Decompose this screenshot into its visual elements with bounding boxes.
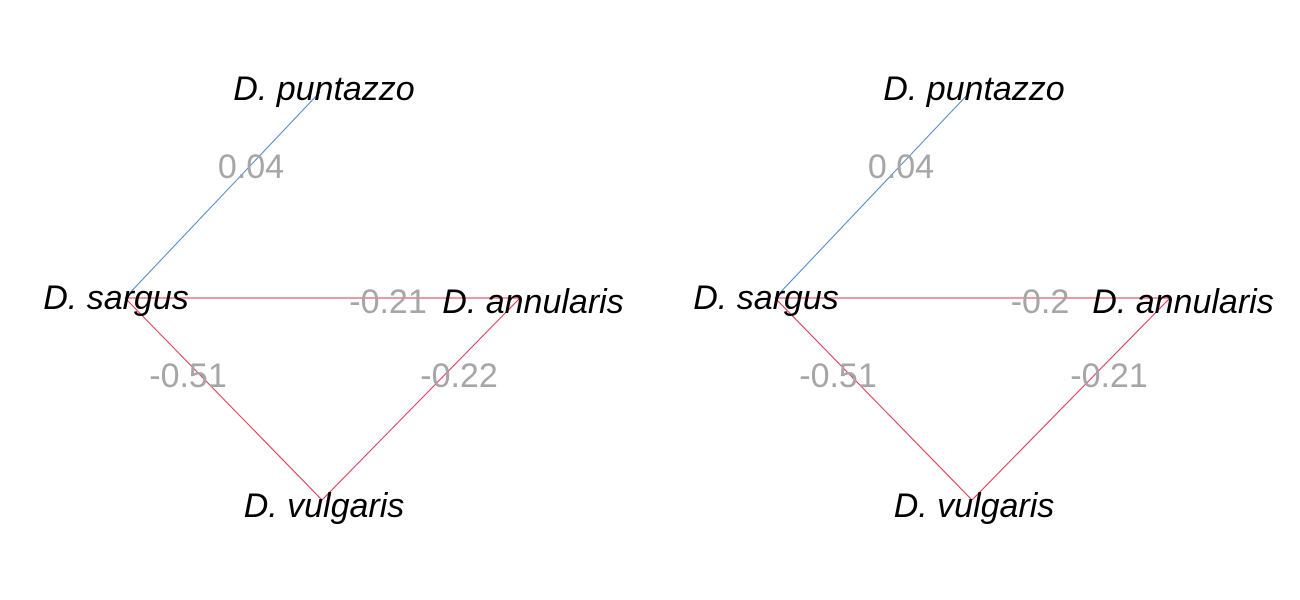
edge-annularis-vulgaris bbox=[321, 297, 521, 501]
node-label-vulgaris: D. vulgaris bbox=[894, 487, 1055, 525]
edge-labels: 0.04 -0.2 -0.51 -0.21 bbox=[799, 148, 1148, 395]
network-panel-right: 0.04 -0.2 -0.51 -0.21 D. puntazzo D. sar… bbox=[693, 70, 1273, 525]
edge-label-annularis-vulgaris: -0.22 bbox=[420, 357, 498, 395]
node-label-sargus: D. sargus bbox=[43, 279, 189, 317]
node-labels: D. puntazzo D. sargus D. annularis D. vu… bbox=[43, 70, 623, 525]
node-label-puntazzo: D. puntazzo bbox=[883, 70, 1064, 108]
node-label-annularis: D. annularis bbox=[1092, 283, 1273, 321]
edge-sargus-vulgaris bbox=[124, 297, 323, 501]
edges bbox=[774, 91, 1171, 501]
edge-annularis-vulgaris bbox=[971, 297, 1171, 501]
edge-sargus-puntazzo bbox=[124, 91, 321, 299]
edge-label-sargus-puntazzo: 0.04 bbox=[868, 148, 934, 186]
network-panel-left: 0.04 -0.21 -0.51 -0.22 D. puntazzo D. sa… bbox=[43, 70, 623, 525]
edge-label-sargus-vulgaris: -0.51 bbox=[149, 357, 227, 395]
edge-label-sargus-puntazzo: 0.04 bbox=[218, 148, 284, 186]
edge-label-annularis-vulgaris: -0.21 bbox=[1070, 357, 1148, 395]
edge-sargus-puntazzo bbox=[774, 91, 971, 299]
edge-label-sargus-annularis: -0.21 bbox=[349, 283, 427, 321]
edge-label-sargus-vulgaris: -0.51 bbox=[799, 357, 877, 395]
edge-label-sargus-annularis: -0.2 bbox=[1011, 283, 1070, 321]
node-label-sargus: D. sargus bbox=[693, 279, 839, 317]
edges bbox=[124, 91, 521, 501]
edge-sargus-vulgaris bbox=[774, 297, 973, 501]
node-label-annularis: D. annularis bbox=[442, 283, 623, 321]
node-label-puntazzo: D. puntazzo bbox=[233, 70, 414, 108]
edge-labels: 0.04 -0.21 -0.51 -0.22 bbox=[149, 148, 498, 395]
node-label-vulgaris: D. vulgaris bbox=[244, 487, 405, 525]
node-labels: D. puntazzo D. sargus D. annularis D. vu… bbox=[693, 70, 1273, 525]
